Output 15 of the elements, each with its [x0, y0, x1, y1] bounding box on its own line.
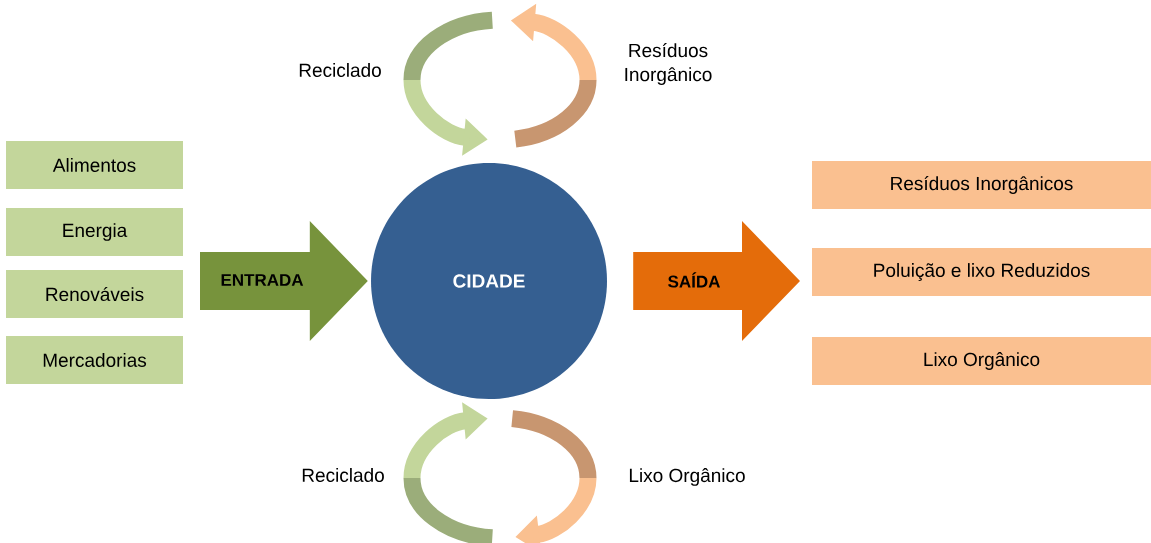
edge-label: SAÍDA [668, 272, 720, 288]
item-box: Alimentos [6, 141, 183, 189]
cycle-label: Lixo Orgânico [629, 468, 745, 486]
cycle-label: Resíduos Inorgânico [625, 43, 712, 85]
item-box: Resíduos Inorgânicos [812, 161, 1151, 209]
edge-label: ENTRADA [221, 274, 304, 286]
item-box: Renováveis [6, 270, 183, 318]
item-box: Poluição e lixo Reduzidos [812, 248, 1151, 296]
item-box: Energia [6, 208, 183, 256]
block-arrow [200, 221, 368, 341]
block-arrow [633, 221, 800, 341]
item-box: Lixo Orgânico [812, 337, 1151, 385]
cycle-label: Reciclado [299, 63, 381, 77]
cycle-label: Reciclado [302, 468, 384, 482]
item-box: Mercadorias [6, 336, 183, 384]
